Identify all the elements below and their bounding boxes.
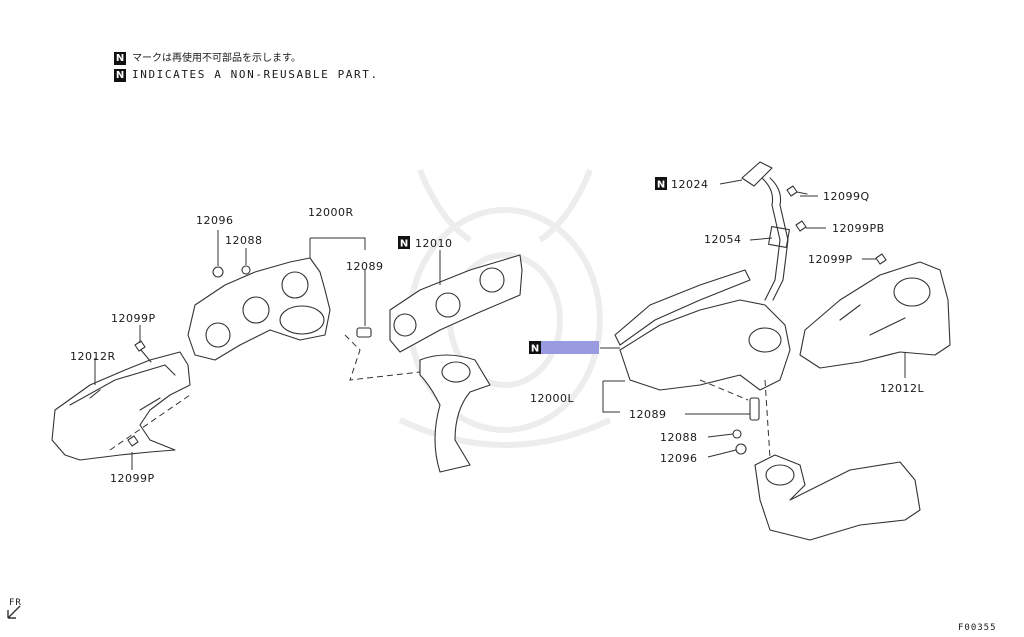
label-12096-left: 12096 <box>196 214 234 227</box>
stud-12089-left[interactable] <box>356 327 372 338</box>
bolt-12099q[interactable] <box>786 185 808 197</box>
highlighted-part-box[interactable] <box>541 341 599 354</box>
label-12010: 12010 <box>415 237 453 250</box>
svg-text:N: N <box>657 180 665 191</box>
gasket-12024[interactable] <box>741 161 773 187</box>
note-japanese-text: マークは再使用不可部品を示します。 <box>132 53 301 64</box>
label-12099p-left-top: 12099P <box>111 312 156 325</box>
svg-text:N: N <box>400 239 408 250</box>
nut-12096-right[interactable] <box>735 443 747 455</box>
svg-text:N: N <box>531 344 539 355</box>
exhaust-manifold-12000r[interactable] <box>187 257 331 361</box>
gasket-12010[interactable] <box>389 254 523 353</box>
note-english: N INDICATES A NON-REUSABLE PART. <box>114 68 379 82</box>
label-12088-left: 12088 <box>225 234 263 247</box>
pipe-12054[interactable] <box>761 177 781 301</box>
washer-12088-left[interactable] <box>241 265 251 275</box>
label-12099pb: 12099PB <box>832 222 885 235</box>
label-12000l: 12000L <box>530 392 574 405</box>
label-12099p-right: 12099P <box>808 253 853 266</box>
label-12099p-left-bottom: 12099P <box>110 472 155 485</box>
note-english-text: INDICATES A NON-REUSABLE PART. <box>132 68 379 81</box>
label-12012l: 12012L <box>880 382 924 395</box>
bolt-12099p-left-top[interactable] <box>134 340 152 363</box>
front-pipe-right[interactable] <box>754 454 921 541</box>
label-12089-right: 12089 <box>629 408 667 421</box>
direction-label: FR <box>9 598 22 608</box>
diagram-code: F00355 <box>958 623 997 633</box>
label-12024: 12024 <box>671 178 709 191</box>
nut-12096-left[interactable] <box>212 266 224 278</box>
label-12000r: 12000R <box>308 206 354 219</box>
label-12012r: 12012R <box>70 350 116 363</box>
non-reusable-symbol: N <box>114 68 126 82</box>
exhaust-manifold-12000l[interactable] <box>619 299 791 391</box>
heat-shield-12012l[interactable] <box>799 261 951 369</box>
label-12054: 12054 <box>704 233 742 246</box>
non-reusable-markers: N N N <box>398 177 667 355</box>
bolt-12099pb[interactable] <box>795 220 807 232</box>
bolt-12099p-left-bottom[interactable] <box>127 435 139 447</box>
washer-12088-right[interactable] <box>732 429 742 439</box>
heat-shield-12012r[interactable] <box>51 351 191 461</box>
note-japanese: N マークは再使用不可部品を示します。 <box>114 49 301 65</box>
non-reusable-symbol: N <box>114 51 126 65</box>
front-pipe-left[interactable] <box>419 354 491 473</box>
label-12088-right: 12088 <box>660 431 698 444</box>
label-12099q: 12099Q <box>823 190 870 203</box>
stud-12089-right[interactable] <box>749 397 760 421</box>
label-12096-right: 12096 <box>660 452 698 465</box>
label-12089-left: 12089 <box>346 260 384 273</box>
bolt-12099p-right[interactable] <box>875 253 887 265</box>
